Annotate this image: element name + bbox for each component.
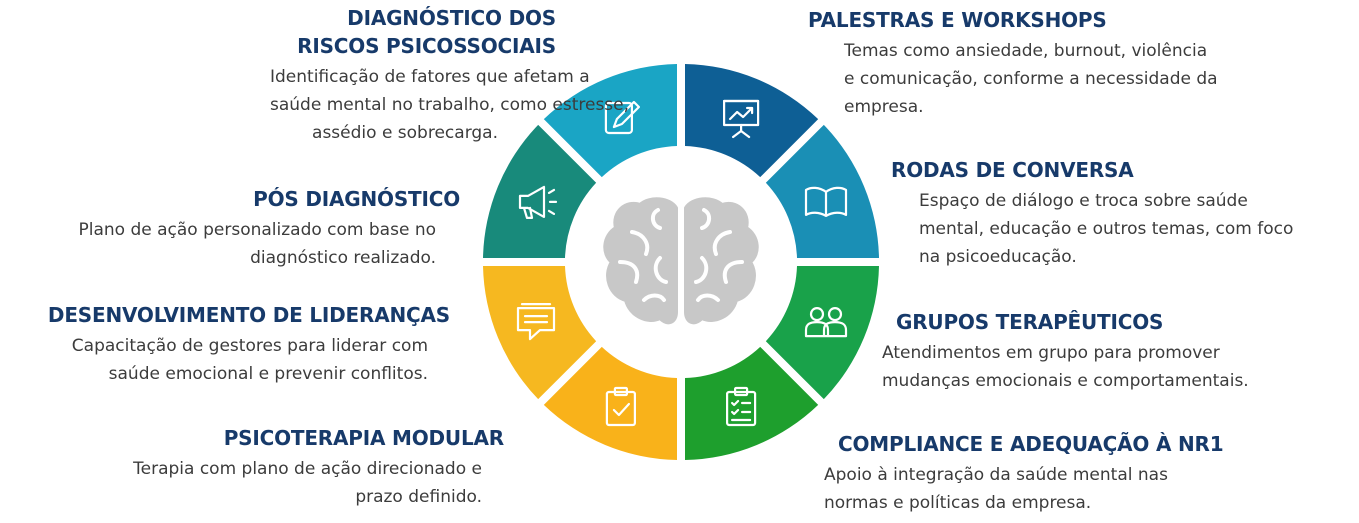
wheel-segment bbox=[765, 124, 879, 258]
item-description: Identificação de fatores que afetam a sa… bbox=[270, 67, 630, 143]
wheel-segment bbox=[685, 64, 819, 178]
item-title: PÓS DIAGNÓSTICO bbox=[253, 187, 460, 211]
item-title: GRUPOS TERAPÊUTICOS bbox=[896, 310, 1164, 334]
wheel-segment bbox=[765, 266, 879, 400]
item-pos-diagnostico: PÓS DIAGNÓSTICO Plano de ação personaliz… bbox=[10, 185, 461, 272]
wheel-icons bbox=[516, 99, 848, 427]
item-diagnostico-riscos: DIAGNÓSTICO DOS RISCOS PSICOSSOCIAIS Ide… bbox=[270, 4, 630, 147]
megaphone-icon bbox=[518, 185, 558, 219]
open-book-icon bbox=[804, 186, 848, 217]
item-description: Plano de ação personalizado com base no … bbox=[78, 220, 437, 268]
item-description: Temas como ansiedade, burnout, violência… bbox=[844, 41, 1218, 117]
item-rodas-conversa: RODAS DE CONVERSA Espaço de diálogo e tr… bbox=[891, 156, 1356, 271]
wheel-segment bbox=[483, 124, 597, 258]
item-title: DESENVOLVIMENTO DE LIDERANÇAS bbox=[47, 303, 450, 327]
presentation-chart-icon bbox=[722, 99, 760, 139]
wheel-segment bbox=[543, 64, 677, 178]
item-desenvolvimento-liderancas: DESENVOLVIMENTO DE LIDERANÇAS Capacitaçã… bbox=[0, 301, 450, 388]
wheel-segment bbox=[483, 266, 597, 400]
item-grupos-terapeuticos: GRUPOS TERAPÊUTICOS Atendimentos em grup… bbox=[882, 308, 1356, 395]
wheel-segment bbox=[543, 346, 677, 460]
item-palestras-workshops: PALESTRAS E WORKSHOPS Temas como ansieda… bbox=[808, 6, 1328, 121]
item-description: Capacitação de gestores para liderar com… bbox=[71, 336, 428, 384]
item-title: RODAS DE CONVERSA bbox=[891, 158, 1134, 182]
speech-bubble-icon bbox=[516, 303, 556, 341]
item-compliance-nr1: COMPLIANCE E ADEQUAÇÃO À NR1 Apoio à int… bbox=[824, 430, 1353, 517]
item-psicoterapia-modular: PSICOTERAPIA MODULAR Terapia com plano d… bbox=[60, 424, 504, 511]
clipboard-checklist-icon bbox=[725, 386, 757, 427]
item-description: Espaço de diálogo e troca sobre saúde me… bbox=[919, 191, 1294, 267]
people-group-icon bbox=[804, 307, 848, 338]
item-title: COMPLIANCE E ADEQUAÇÃO À NR1 bbox=[838, 432, 1224, 456]
wheel-segment bbox=[685, 346, 819, 460]
edit-pencil-icon bbox=[604, 100, 641, 135]
item-description: Apoio à integração da saúde mental nas n… bbox=[824, 465, 1168, 513]
item-title: DIAGNÓSTICO DOS RISCOS PSICOSSOCIAIS bbox=[297, 6, 556, 58]
item-title: PALESTRAS E WORKSHOPS bbox=[808, 8, 1107, 32]
item-description: Atendimentos em grupo para promover muda… bbox=[882, 343, 1249, 391]
wheel-segments bbox=[483, 64, 879, 460]
item-description: Terapia com plano de ação direcionado e … bbox=[133, 459, 482, 507]
brain-icon bbox=[603, 197, 759, 325]
clipboard-check-icon bbox=[605, 386, 637, 427]
item-title: PSICOTERAPIA MODULAR bbox=[223, 426, 504, 450]
